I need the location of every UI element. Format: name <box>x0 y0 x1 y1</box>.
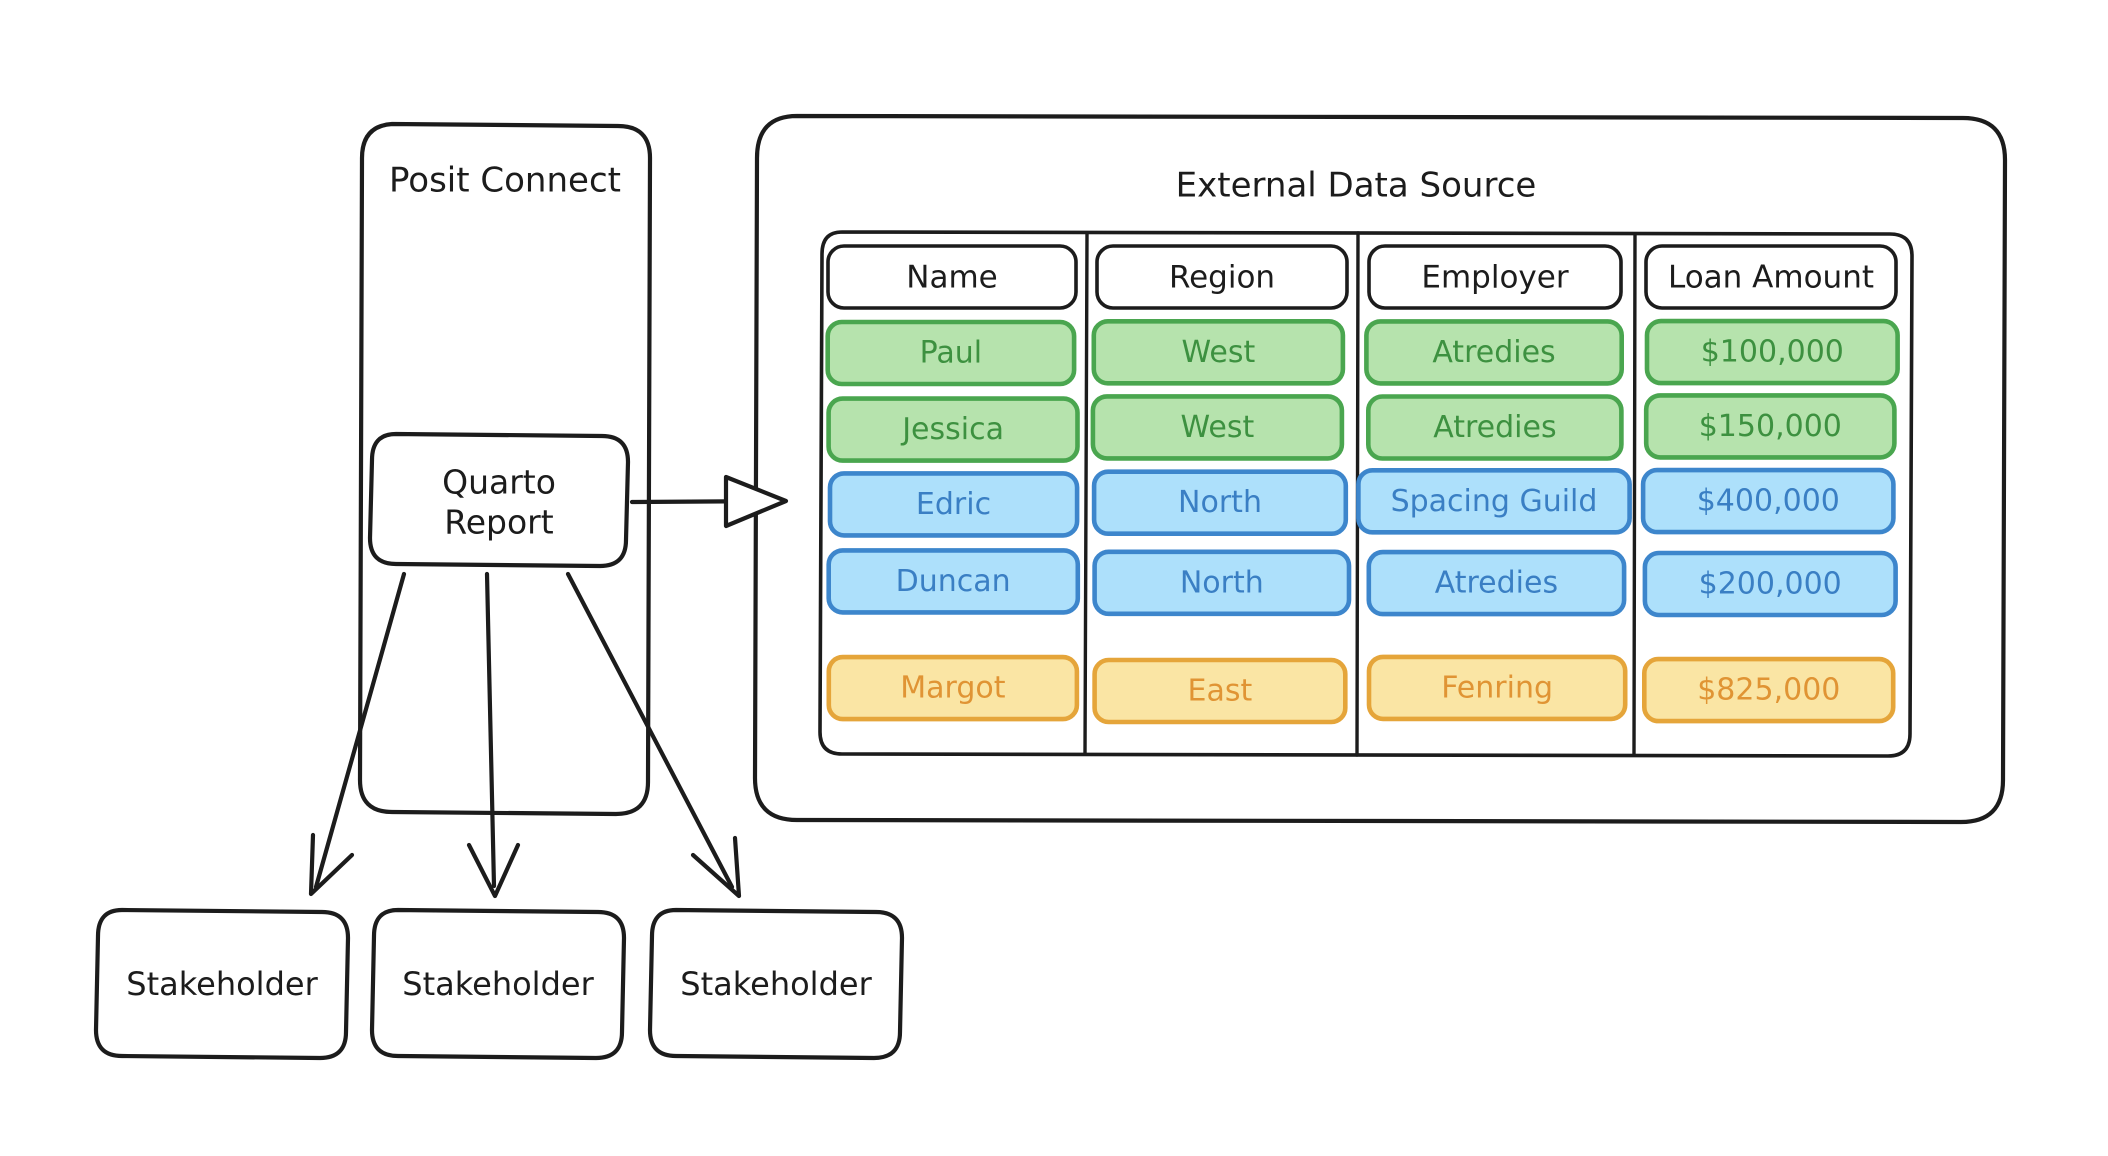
table-cell-region[interactable] <box>1091 469 1349 537</box>
table-cell-label: West <box>1181 410 1255 445</box>
table-cell-label: Atredies <box>1435 566 1558 601</box>
column-header-region: Region <box>1169 260 1275 296</box>
table-cell-label: East <box>1188 674 1253 709</box>
posit-connect-label: Posit Connect <box>389 161 621 201</box>
table-cell-shapes <box>825 318 1900 725</box>
table-cell-label: Duncan <box>896 564 1011 599</box>
external-data-source-title: External Data Source <box>1176 166 1537 206</box>
stakeholder-label-1: Stakeholder <box>126 965 318 1003</box>
edge-report-to-stakeholder-2 <box>466 571 521 899</box>
stakeholder-box-2[interactable] <box>369 907 627 1061</box>
edge-line <box>484 571 497 889</box>
stakeholder-box-shape <box>647 907 905 1061</box>
table-cell-loan-amount[interactable] <box>1644 318 1900 386</box>
header-cell-box-3[interactable] <box>1644 244 1898 310</box>
header-cell-box-1[interactable] <box>1095 244 1349 310</box>
table-cell-name[interactable] <box>827 471 1080 538</box>
table-cell-region[interactable] <box>1092 657 1348 725</box>
header-cell-box-2[interactable] <box>1367 244 1623 310</box>
table-cell-label: $100,000 <box>1701 335 1844 370</box>
header-cell-box-0[interactable] <box>826 244 1078 310</box>
stakeholder-box-1[interactable] <box>93 907 351 1061</box>
table-cell-loan-amount[interactable] <box>1643 393 1897 460</box>
column-divider-1 <box>1083 232 1089 756</box>
table-cell-label: Margot <box>900 671 1005 706</box>
table-cell-employer[interactable] <box>1366 394 1624 461</box>
table-cell-employer[interactable] <box>1364 319 1625 386</box>
table-cell-region[interactable] <box>1090 394 1345 461</box>
arrowhead-down-icon <box>466 842 521 899</box>
table-cell-employer[interactable] <box>1366 654 1628 722</box>
stakeholder-label-2: Stakeholder <box>402 965 594 1003</box>
stakeholder-label-3: Stakeholder <box>680 965 872 1003</box>
table-cell-name[interactable] <box>826 654 1080 722</box>
table-cell-label: Paul <box>920 336 982 371</box>
quarto-report-box <box>367 431 631 569</box>
table-cell-label: $400,000 <box>1697 484 1840 519</box>
edge-line <box>313 571 407 890</box>
table-cell-label: West <box>1182 335 1256 370</box>
table-cell-label: Fenring <box>1441 670 1553 705</box>
table-cell-label: Jessica <box>900 412 1004 447</box>
table-header-row <box>826 244 1898 310</box>
stakeholder-box-shape <box>369 907 627 1061</box>
edge-report-to-datasource <box>629 474 789 529</box>
stakeholder-box-3[interactable] <box>647 907 905 1061</box>
table-cell-name[interactable] <box>826 396 1080 463</box>
quarto-report-label-line2: Report <box>444 503 553 542</box>
column-header-name: Name <box>906 260 997 296</box>
column-divider-3 <box>1632 232 1637 756</box>
table-cell-loan-amount[interactable] <box>1642 550 1898 618</box>
table-cell-employer[interactable] <box>1356 467 1632 535</box>
quarto-report-label-line1: Quarto <box>442 463 556 502</box>
arrowhead-down-left-icon <box>308 832 355 897</box>
table-cell-label: Edric <box>916 487 991 522</box>
table-cell-label: $150,000 <box>1699 409 1842 444</box>
table-cell-region[interactable] <box>1092 549 1352 617</box>
table-cell-region[interactable] <box>1091 318 1346 386</box>
table-cell-label: $200,000 <box>1699 567 1842 602</box>
table-cell-loan-amount[interactable] <box>1640 467 1896 535</box>
table-cell-name[interactable] <box>825 319 1077 387</box>
table-cell-label: Spacing Guild <box>1391 484 1598 519</box>
column-header-loan-amount: Loan Amount <box>1668 260 1874 296</box>
edge-report-to-stakeholder-3 <box>565 571 742 899</box>
table-cell-label: Atredies <box>1432 335 1555 370</box>
quarto-report-node[interactable] <box>367 431 631 569</box>
arrowhead-down-right-icon <box>690 835 742 899</box>
edge-report-to-stakeholder-1 <box>308 571 407 897</box>
table-cell-label: North <box>1178 485 1262 520</box>
column-header-employer: Employer <box>1421 260 1568 296</box>
edge-line <box>565 571 735 890</box>
table-cell-label: North <box>1180 565 1264 600</box>
arrowhead-right-icon <box>723 474 789 529</box>
table-cell-employer[interactable] <box>1366 549 1627 617</box>
table-cell-loan-amount[interactable] <box>1642 656 1896 724</box>
stakeholder-box-shape <box>93 907 351 1061</box>
table-cell-label: Atredies <box>1433 410 1556 445</box>
table-cell-label: $825,000 <box>1697 673 1840 708</box>
table-cell-name[interactable] <box>826 548 1081 615</box>
